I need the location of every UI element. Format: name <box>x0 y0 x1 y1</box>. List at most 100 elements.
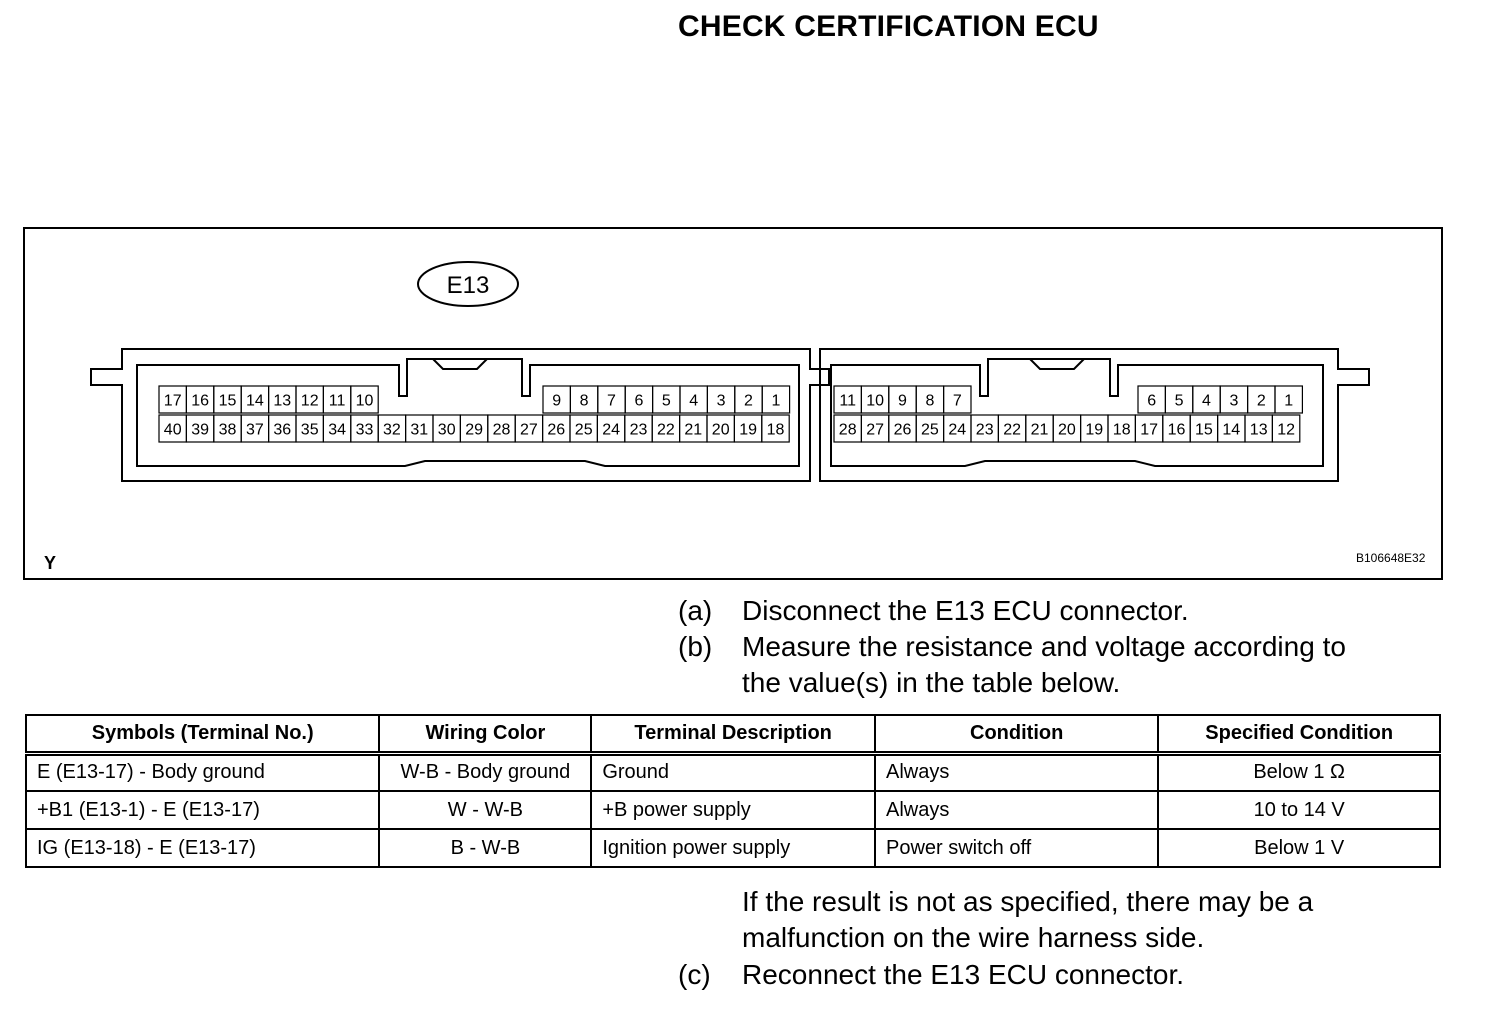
pin-number: 18 <box>767 422 785 439</box>
cell-specified-condition: 10 to 14 V <box>1157 790 1441 830</box>
result-note: If the result is not as specified, there… <box>742 884 1313 956</box>
cell-terminal-description: Ignition power supply <box>590 828 876 868</box>
cell-wiring-color: B - W-B <box>378 828 593 868</box>
pin-number: 17 <box>1140 422 1158 439</box>
cell-wiring-color: W - W-B <box>378 790 593 830</box>
pin-number: 27 <box>520 422 538 439</box>
pin-number: 4 <box>689 393 698 410</box>
pin-number: 11 <box>839 393 856 410</box>
step-c-label: (c) <box>678 959 711 990</box>
pin-number: 5 <box>1175 393 1184 410</box>
pin-number: 15 <box>219 393 237 410</box>
pin-number: 4 <box>1202 393 1211 410</box>
pin-number: 8 <box>925 393 934 410</box>
cell-symbols: +B1 (E13-1) - E (E13-17) <box>24 790 381 830</box>
pin-number: 39 <box>191 422 209 439</box>
pin-number: 18 <box>1113 422 1131 439</box>
pin-number: 13 <box>273 393 291 410</box>
header-condition: Condition <box>873 714 1160 756</box>
header-specified-condition: Specified Condition <box>1157 714 1441 756</box>
pin-number: 17 <box>164 393 182 410</box>
pin-number: 10 <box>866 393 884 410</box>
step-b-text-line1: Measure the resistance and voltage accor… <box>742 631 1346 662</box>
pin-number: 20 <box>1058 422 1076 439</box>
header-wiring-color: Wiring Color <box>378 714 593 756</box>
pin-number: 25 <box>921 422 939 439</box>
cell-condition: Always <box>873 752 1160 792</box>
cell-condition: Always <box>873 790 1160 830</box>
pin-number: 1 <box>1284 393 1293 410</box>
connector-label-ellipse <box>417 261 519 307</box>
pin-number: 3 <box>1229 393 1238 410</box>
pin-number: 6 <box>1147 393 1156 410</box>
pin-cell <box>761 414 790 443</box>
right-connector-inner <box>830 358 1324 467</box>
pin-number: 2 <box>744 393 753 410</box>
pin-cell <box>1274 385 1303 414</box>
pin-number: 7 <box>953 393 962 410</box>
step-a-label: (a) <box>678 595 713 626</box>
cell-specified-condition: Below 1 V <box>1157 828 1441 868</box>
pin-number: 22 <box>1003 422 1021 439</box>
pin-number: 24 <box>602 422 620 439</box>
cell-specified-condition: Below 1 Ω <box>1157 752 1441 792</box>
cell-symbols: E (E13-17) - Body ground <box>24 752 381 792</box>
pin-number: 14 <box>246 393 264 410</box>
pin-number: 6 <box>634 393 643 410</box>
pin-number: 30 <box>438 422 456 439</box>
result-note-line2: malfunction on the wire harness side. <box>742 922 1205 953</box>
pin-number: 13 <box>1250 422 1268 439</box>
pin-number: 19 <box>739 422 757 439</box>
pin-number: 31 <box>410 422 428 439</box>
spec-table: Symbols (Terminal No.) Wiring Color Term… <box>24 714 1441 868</box>
pin-number: 3 <box>717 393 726 410</box>
pin-number: 38 <box>219 422 237 439</box>
table-row: +B1 (E13-1) - E (E13-17) W - W-B +B powe… <box>24 790 1441 830</box>
step-a-text: Disconnect the E13 ECU connector. <box>742 595 1189 626</box>
diagram-side-tag: Y <box>44 553 57 573</box>
pin-number: 24 <box>948 422 966 439</box>
pin-number: 40 <box>164 422 182 439</box>
pin-number: 12 <box>1277 422 1295 439</box>
cell-terminal-description: Ground <box>590 752 876 792</box>
pin-number: 21 <box>1031 422 1049 439</box>
table-row: IG (E13-18) - E (E13-17) B - W-B Ignitio… <box>24 828 1441 868</box>
pin-number: 8 <box>580 393 589 410</box>
pin-number: 16 <box>191 393 209 410</box>
step-c-text: Reconnect the E13 ECU connector. <box>742 959 1185 990</box>
pin-cell <box>1271 414 1301 443</box>
pin-number: 36 <box>273 422 291 439</box>
cell-condition: Power switch off <box>873 828 1160 868</box>
pin-number: 37 <box>246 422 264 439</box>
pin-number: 28 <box>839 422 857 439</box>
step-b-label: (b) <box>678 631 713 662</box>
right-connector-housing <box>819 348 1370 482</box>
figure-code: B106648E32 <box>1356 551 1426 565</box>
pin-number: 26 <box>894 422 912 439</box>
pin-number: 5 <box>662 393 671 410</box>
pin-number: 9 <box>898 393 907 410</box>
pin-number: 28 <box>493 422 511 439</box>
pin-number: 2 <box>1257 393 1266 410</box>
pin-number: 15 <box>1195 422 1213 439</box>
pin-number: 33 <box>356 422 374 439</box>
pin-number: 10 <box>356 393 374 410</box>
pin-number: 11 <box>329 393 346 410</box>
left-connector-inner <box>136 358 800 467</box>
result-note-line1: If the result is not as specified, there… <box>742 886 1314 917</box>
right-pins-top-right: 6 5 4 3 2 1 <box>1137 385 1303 414</box>
connector-label: E13 <box>447 272 490 299</box>
pin-number: 29 <box>465 422 483 439</box>
pin-number: 20 <box>712 422 730 439</box>
cell-terminal-description: +B power supply <box>590 790 876 830</box>
cell-symbols: IG (E13-18) - E (E13-17) <box>24 828 381 868</box>
pin-number: 21 <box>684 422 702 439</box>
pin-number: 27 <box>866 422 884 439</box>
pin-number: 1 <box>771 393 780 410</box>
pin-number: 23 <box>630 422 648 439</box>
